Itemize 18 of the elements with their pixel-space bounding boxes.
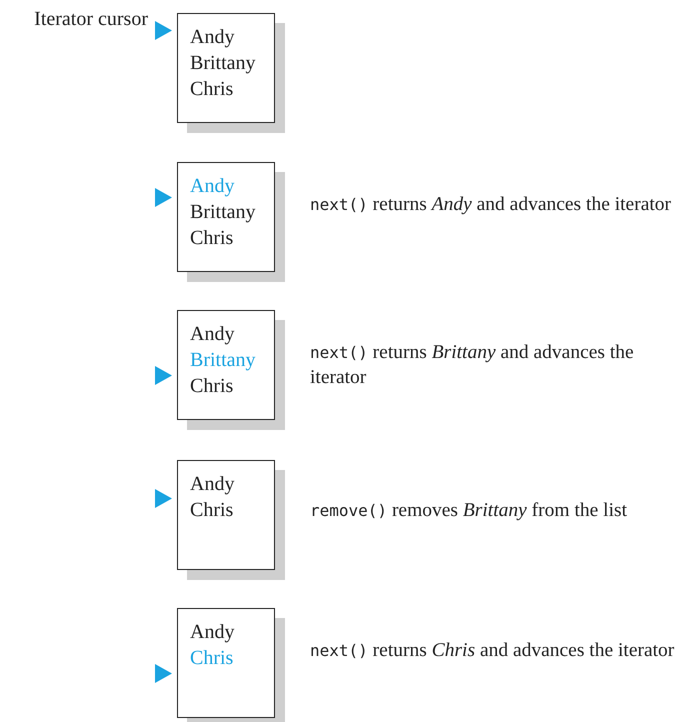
- list-item: Chris: [190, 646, 234, 671]
- list-item: Andy: [190, 322, 234, 347]
- list-item: Brittany: [190, 51, 256, 76]
- cursor-label: Iterator cursor: [34, 8, 148, 31]
- list-item: Chris: [190, 77, 234, 102]
- description-text: next() returns Andy and advances the iterator: [310, 193, 672, 217]
- description-text: next() returns Brittany and advances the iterator: [310, 341, 635, 390]
- list-item: Andy: [190, 620, 234, 645]
- list-item: Brittany: [190, 200, 256, 225]
- list-item: Chris: [190, 498, 234, 523]
- description-text: next() returns Chris and advances the iterator: [310, 639, 676, 663]
- list-item: Andy: [190, 25, 234, 50]
- list-item: Andy: [190, 174, 234, 199]
- list-item: Chris: [190, 374, 234, 399]
- list-item: Chris: [190, 226, 234, 251]
- list-item: Brittany: [190, 348, 256, 373]
- list-item: Andy: [190, 472, 234, 497]
- description-text: remove() removes Brittany from the list: [310, 499, 628, 523]
